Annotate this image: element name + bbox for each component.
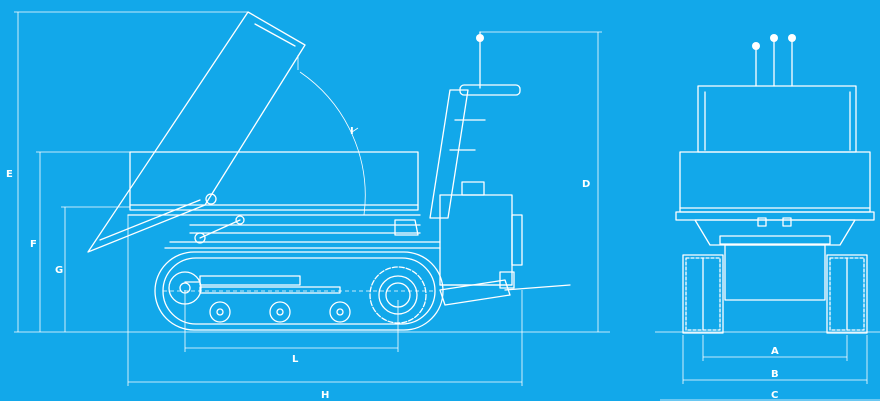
angle-label: I (350, 126, 354, 137)
front-track-right (826, 254, 868, 334)
tipped-hopper (87, 11, 306, 253)
tipping-angle-arc (299, 71, 366, 216)
dim-label-C: C (771, 390, 778, 401)
dim-label-G: G (55, 265, 63, 276)
engine (439, 181, 523, 286)
dim-label-F: F (30, 239, 37, 250)
front-view: A B C (660, 34, 880, 401)
lowered-hopper (127, 151, 421, 216)
dim-label-H: H (321, 390, 329, 401)
rear-step (439, 271, 571, 306)
operator-handle (429, 31, 521, 219)
side-view: E F G D L H I (6, 11, 602, 401)
dim-label-B: B (771, 369, 779, 380)
chassis-frame (189, 193, 421, 244)
dim-label-L: L (292, 354, 299, 365)
angle-tick (351, 127, 359, 133)
front-track-left (682, 254, 724, 334)
dim-label-E: E (6, 169, 13, 180)
crawler-track (154, 251, 444, 331)
dim-label-D: D (582, 179, 590, 190)
dim-label-A: A (771, 346, 779, 357)
